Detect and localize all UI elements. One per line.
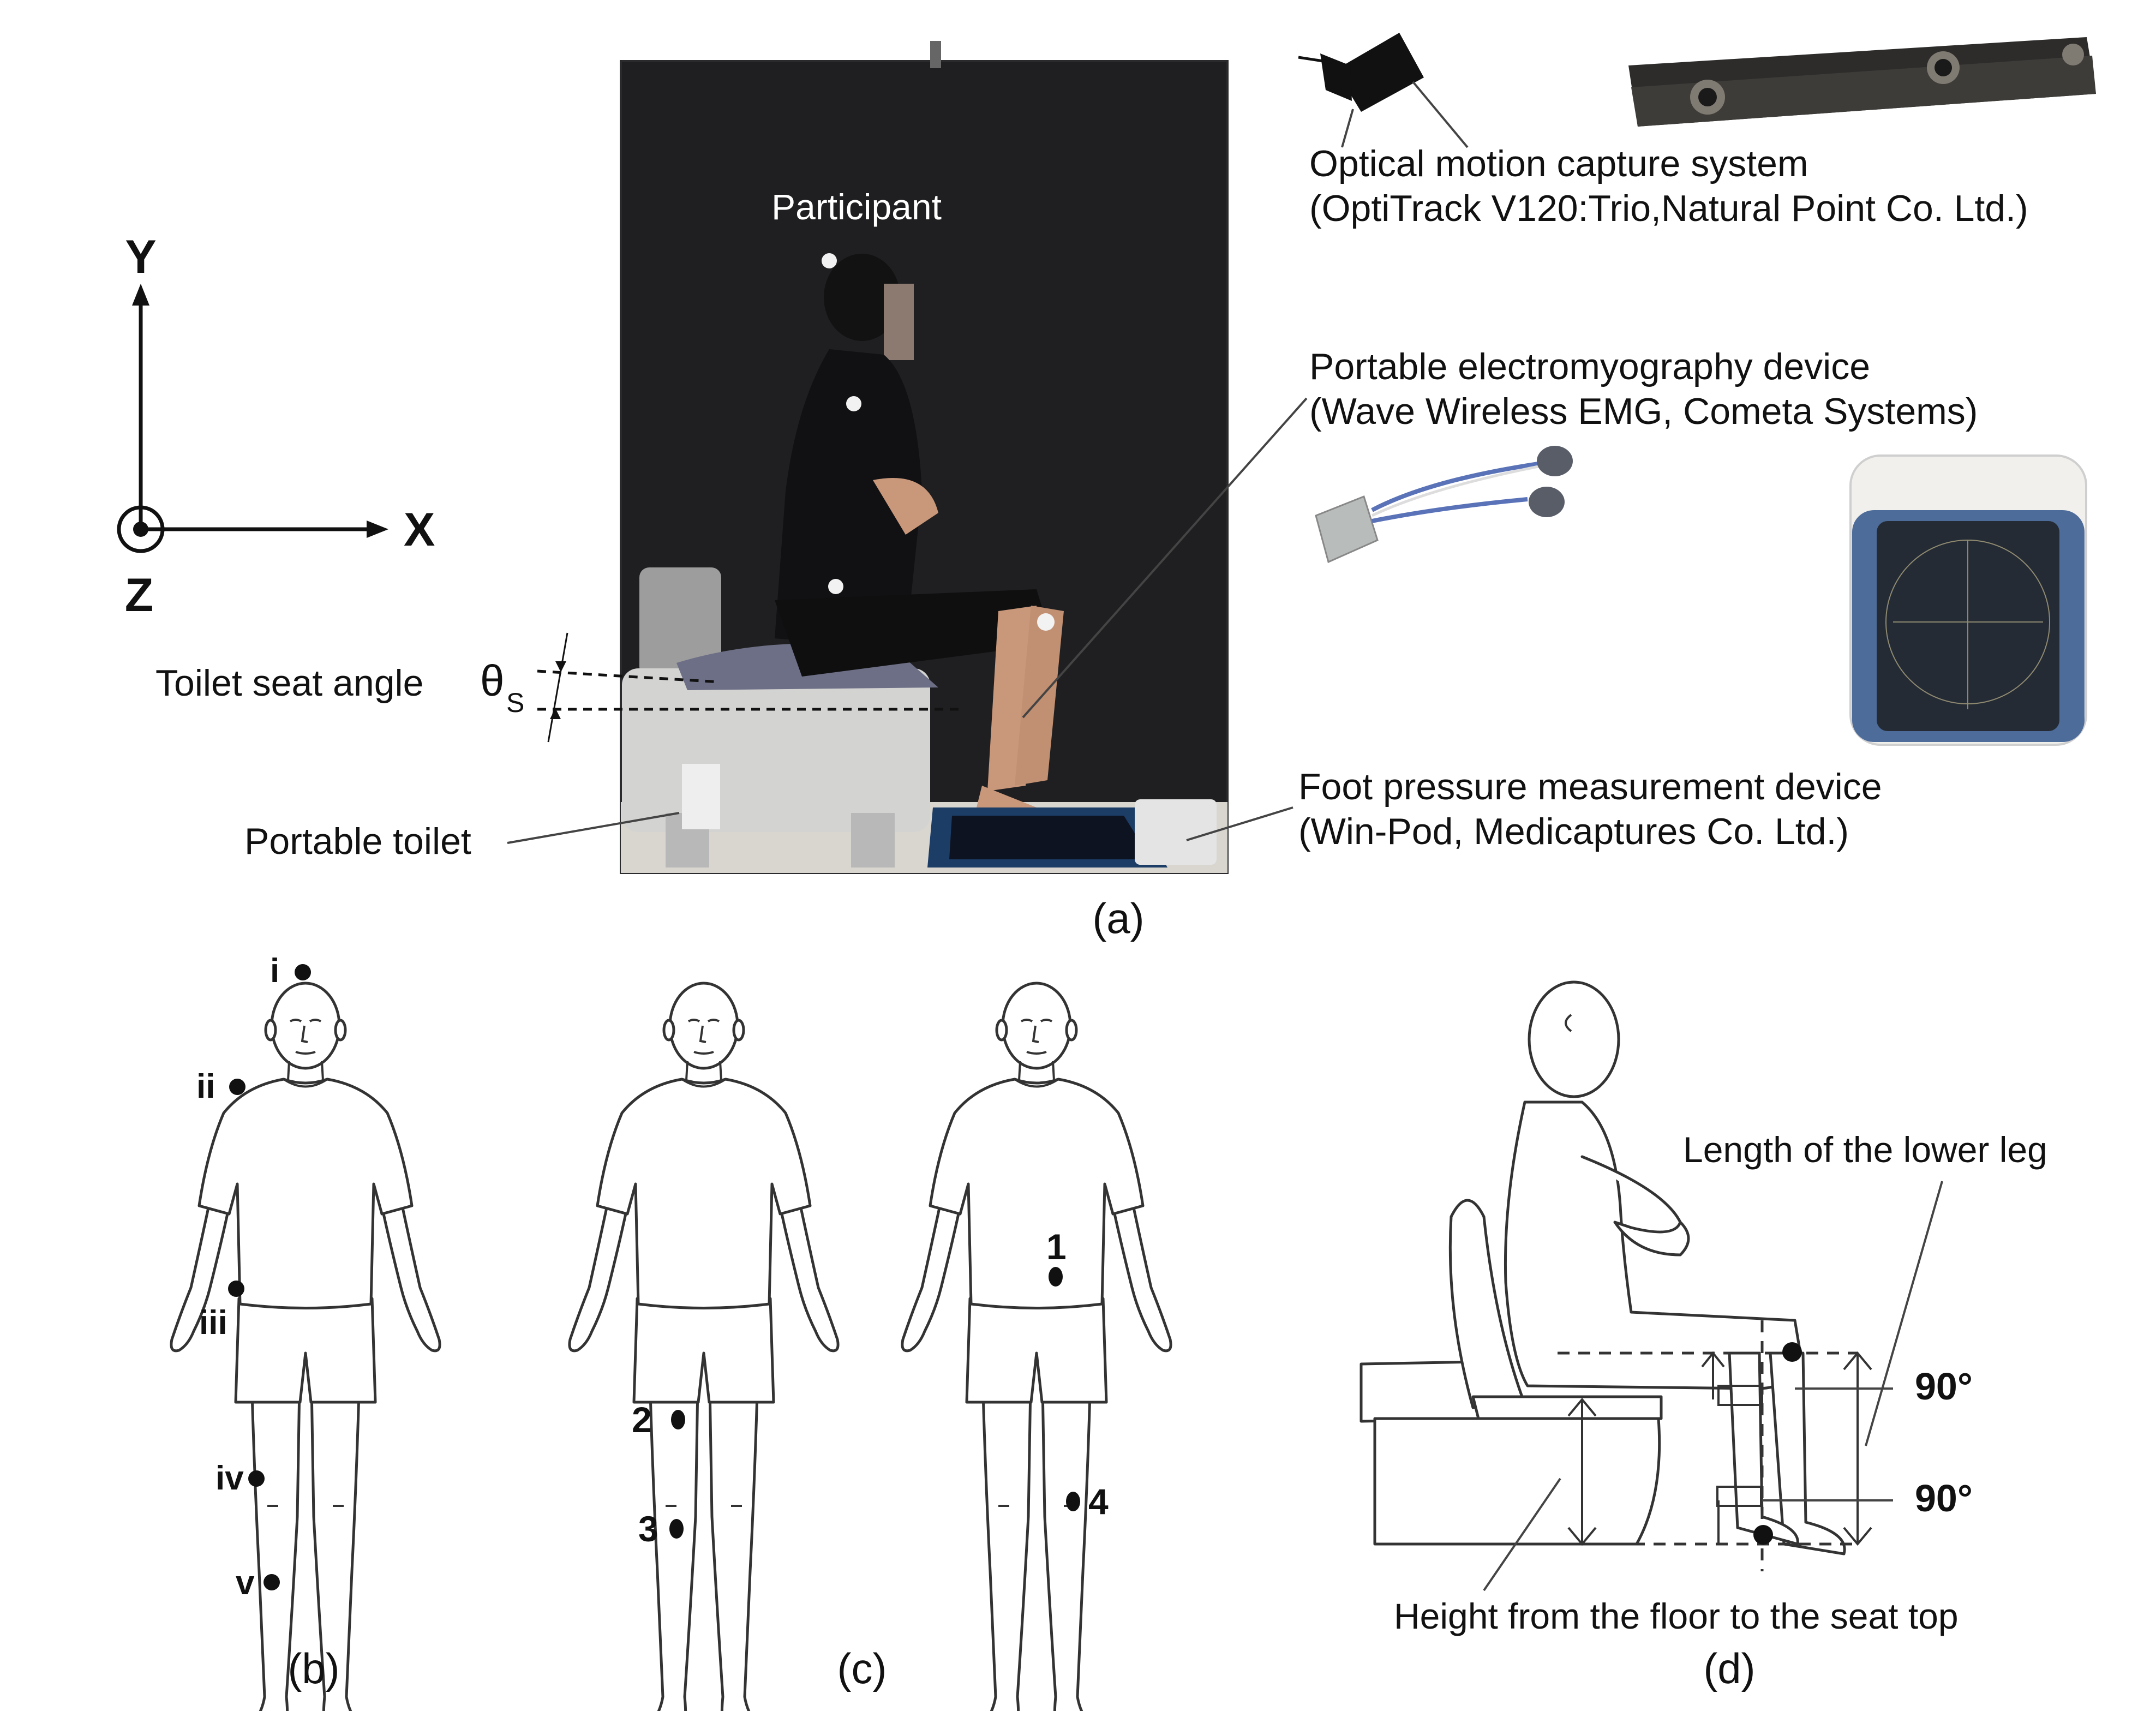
foot-leader xyxy=(1186,806,1293,841)
experiment-photo: Participant xyxy=(620,41,1229,874)
seat-height-label: Height from the floor to the seat top xyxy=(1394,1596,1959,1636)
caption-c: (c) xyxy=(837,1644,887,1692)
electrode-2 xyxy=(671,1410,685,1429)
mocap-camera-icon xyxy=(1298,33,1469,148)
mocap-title: Optical motion capture system xyxy=(1309,143,1808,184)
marker-ii xyxy=(229,1079,245,1095)
toilet-leader xyxy=(507,812,680,844)
seated-person-drawing xyxy=(1504,980,1846,1556)
electrode-3-label: 3 xyxy=(638,1509,658,1549)
lower-leg-label: Length of the lower leg xyxy=(1683,1129,2047,1170)
emg-leader xyxy=(1022,397,1308,719)
foot-title: Foot pressure measurement device xyxy=(1298,766,1882,807)
toilet-drawing xyxy=(1360,1199,1663,1546)
figure-c-back xyxy=(902,983,1171,1711)
y-axis-label: Y xyxy=(125,231,156,283)
foot-model: (Win-Pod, Medicaptures Co. Ltd.) xyxy=(1298,811,1849,852)
electrode-1-label: 1 xyxy=(1046,1227,1067,1267)
seat-angle-symbol: θ xyxy=(480,656,505,705)
emg-receiver-device xyxy=(1849,454,2087,746)
coordinate-axes: Y X Z xyxy=(117,231,435,621)
marker-ii-label: ii xyxy=(196,1068,215,1105)
emg-title: Portable electromyography device xyxy=(1309,346,1870,387)
seat-angle-label: Toilet seat angle xyxy=(155,662,423,704)
electrode-1 xyxy=(1049,1267,1063,1287)
participant-photo xyxy=(775,253,1091,851)
marker-v xyxy=(263,1574,280,1590)
mocap-model: (OptiTrack V120:Trio,Natural Point Co. L… xyxy=(1309,188,2028,229)
marker-iv xyxy=(248,1470,265,1487)
seat-angle-annotation: Toilet seat angle θ S xyxy=(155,632,960,743)
electrode-4 xyxy=(1066,1492,1080,1511)
caption-b: (b) xyxy=(288,1644,339,1692)
pressure-plate-photo xyxy=(927,799,1217,868)
panel-c: 1 2 3 4 (c) xyxy=(570,983,1171,1711)
electrode-4-label: 4 xyxy=(1088,1481,1109,1522)
x-axis-label: X xyxy=(404,504,435,556)
knee-marker xyxy=(1782,1342,1802,1362)
angle-knee-label: 90° xyxy=(1915,1365,1973,1408)
angle-ankle-label: 90° xyxy=(1915,1477,1973,1519)
figure-c-front xyxy=(570,983,838,1711)
marker-i-label: i xyxy=(270,952,279,990)
panel-d: 90° 90° Length of the lower leg Height f… xyxy=(1360,980,2047,1692)
ankle-marker xyxy=(1753,1525,1773,1545)
z-axis-label: Z xyxy=(125,569,154,621)
caption-d: (d) xyxy=(1703,1644,1755,1692)
seat-angle-subscript: S xyxy=(506,687,524,718)
emg-sensor-device xyxy=(1315,446,1573,564)
marker-v-label: v xyxy=(236,1564,255,1602)
emg-model: (Wave Wireless EMG, Cometa Systems) xyxy=(1309,391,1978,432)
marker-iii xyxy=(228,1281,244,1297)
marker-iv-label: iv xyxy=(215,1459,244,1497)
marker-iii-label: iii xyxy=(199,1304,227,1342)
electrode-3 xyxy=(669,1519,684,1539)
marker-i xyxy=(295,964,311,980)
portable-toilet-label: Portable toilet xyxy=(244,821,471,862)
panel-b: i ii iii iv v (b) xyxy=(171,952,440,1711)
electrode-2-label: 2 xyxy=(632,1399,652,1440)
caption-a: (a) xyxy=(1092,894,1144,942)
participant-label: Participant xyxy=(771,187,942,227)
mocap-bar-device xyxy=(1628,37,2096,127)
